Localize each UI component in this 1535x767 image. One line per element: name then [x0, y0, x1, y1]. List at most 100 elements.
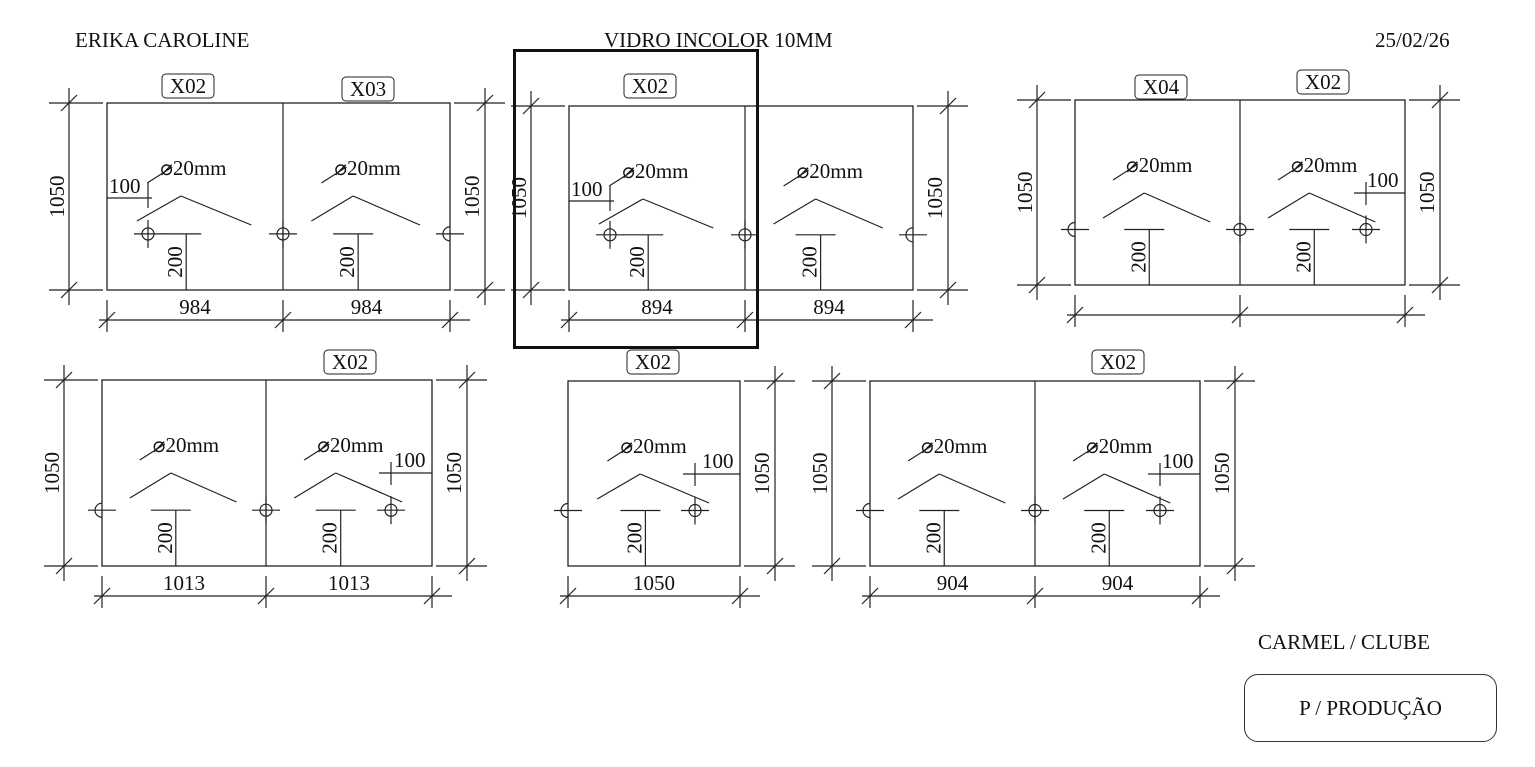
dimension-tick: [1191, 587, 1209, 605]
dimension-tick: [731, 587, 749, 605]
dimension-tick: [861, 587, 879, 605]
height-label-left: 1050: [45, 176, 69, 218]
height-label-left: 1050: [1013, 172, 1037, 214]
dimension-tick: [1226, 372, 1244, 390]
dimension-tick: [1026, 587, 1044, 605]
offset-100-label: 100: [702, 449, 734, 473]
diameter-slash: [146, 166, 173, 184]
dimension-tick: [1431, 91, 1449, 109]
dimension-tick: [98, 311, 116, 329]
leader-line: [897, 473, 940, 500]
dimension-tick: [93, 587, 111, 605]
glass-panel: [106, 102, 451, 291]
offset-100-label: 100: [571, 177, 603, 201]
dimension-tick: [441, 311, 459, 329]
offset-200-label: 200: [625, 246, 649, 278]
location-label: CARMEL / CLUBE: [1258, 630, 1430, 654]
diameter-slash: [139, 443, 166, 461]
diameter-slash: [607, 444, 633, 462]
dimension-tick: [476, 94, 494, 112]
panel-tag-box: [161, 73, 215, 99]
dimension-tick: [60, 94, 78, 112]
dimension-tick: [55, 371, 73, 389]
dimension-tick: [257, 587, 275, 605]
dimension-tick: [1231, 306, 1249, 324]
diameter-slash: [1112, 163, 1139, 181]
panel-tag: X02: [170, 74, 206, 98]
dimension-tick: [458, 557, 476, 575]
panel-tag: X03: [350, 77, 386, 101]
width-label: 894: [813, 295, 845, 319]
dimension-tick: [60, 281, 78, 299]
dimension-tick: [939, 281, 957, 299]
diameter-slash: [783, 169, 809, 187]
height-label-right: 1050: [442, 452, 466, 494]
leader-line: [642, 198, 714, 229]
height-label-right: 1050: [1415, 172, 1439, 214]
leader-line: [773, 198, 816, 225]
panel-tag-box: [341, 76, 395, 102]
dimension-tick: [1396, 306, 1414, 324]
leader-line: [170, 472, 237, 503]
panel-tag: X02: [1100, 350, 1136, 374]
diameter-slash: [608, 169, 635, 187]
production-stamp: P / PRODUÇÃO: [1244, 674, 1497, 742]
leader-line: [596, 473, 641, 500]
leader-line: [1267, 192, 1310, 219]
dimension-tick: [1431, 276, 1449, 294]
dimension-tick: [823, 557, 841, 575]
panel-tag-box: [623, 73, 677, 99]
panel-tag-box: [1091, 349, 1145, 375]
leader-line: [939, 473, 1006, 504]
panel-tag: X02: [1305, 70, 1341, 94]
height-label-right: 1050: [750, 453, 774, 495]
production-stamp-label: P / PRODUÇÃO: [1299, 695, 1442, 720]
dimension-tick: [559, 587, 577, 605]
offset-200-label: 200: [163, 246, 187, 278]
offset-200-label: 200: [798, 246, 822, 278]
offset-200-label: 200: [1291, 241, 1315, 273]
width-label: 984: [351, 295, 383, 319]
offset-200-label: 200: [921, 522, 945, 554]
offset-100-label: 100: [109, 174, 141, 198]
dimension-tick: [522, 281, 540, 299]
width-label: 1013: [163, 571, 205, 595]
dimension-tick: [522, 97, 540, 115]
width-label: 1013: [328, 571, 370, 595]
width-label: 984: [179, 295, 211, 319]
dimension-tick: [823, 372, 841, 390]
offset-100-label: 100: [394, 448, 426, 472]
dimension-tick: [1028, 91, 1046, 109]
dimension-tick: [766, 557, 784, 575]
leader-line: [335, 472, 403, 503]
offset-200-label: 200: [153, 522, 177, 554]
dimension-tick: [736, 311, 754, 329]
date: 25/02/26: [1375, 28, 1450, 52]
height-label-left: 1050: [40, 452, 64, 494]
dimension-tick: [766, 372, 784, 390]
leader-line: [311, 195, 354, 222]
leader-line: [1062, 473, 1105, 500]
panel-tag: X02: [635, 350, 671, 374]
leader-line: [1144, 192, 1211, 223]
width-label: 904: [937, 571, 969, 595]
width-label: 904: [1102, 571, 1134, 595]
leader-line: [293, 472, 337, 499]
client-name: ERIKA CAROLINE: [75, 28, 250, 52]
diameter-slash: [907, 444, 934, 462]
material-title: VIDRO INCOLOR 10MM: [604, 28, 833, 52]
leader-line: [136, 195, 182, 222]
diameter-slash: [303, 443, 330, 461]
height-label-right: 1050: [923, 177, 947, 219]
panel-tag: X02: [632, 74, 668, 98]
dimension-tick: [560, 311, 578, 329]
offset-200-label: 200: [622, 522, 646, 554]
dimension-tick: [1028, 276, 1046, 294]
selected-panel-highlight[interactable]: [513, 49, 759, 349]
height-label-right: 1050: [1210, 453, 1234, 495]
dimension-tick: [458, 371, 476, 389]
dimension-tick: [1226, 557, 1244, 575]
dimension-tick: [423, 587, 441, 605]
offset-200-label: 200: [1126, 241, 1150, 273]
